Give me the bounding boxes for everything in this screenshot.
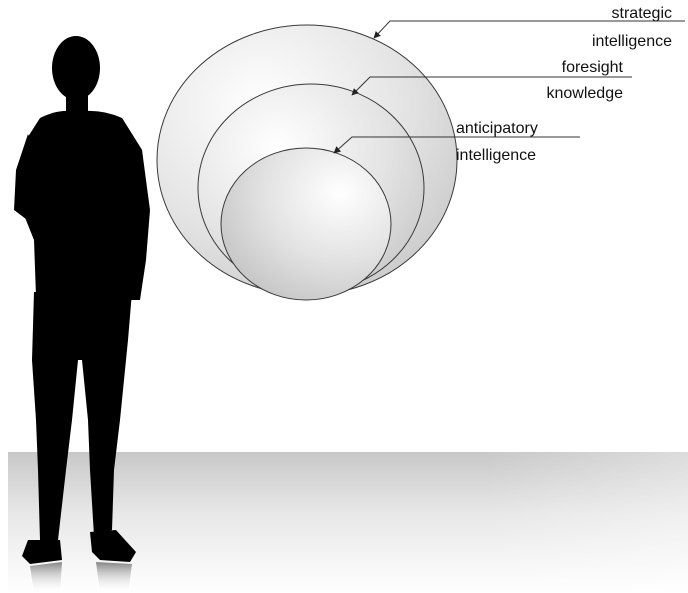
label-anticipatory-line1: anticipatory: [456, 120, 538, 137]
label-foresight-line2: knowledge: [547, 85, 624, 102]
circle-anticipatory-intelligence: [221, 148, 391, 300]
label-strategic-line2: intelligence: [592, 33, 672, 50]
nested-circles: [157, 25, 457, 300]
label-anticipatory-line2: intelligence: [456, 147, 536, 164]
label-foresight-line1: foresight: [562, 59, 624, 76]
labels: strategic intelligence foresight knowled…: [456, 5, 672, 164]
label-strategic-line1: strategic: [612, 5, 672, 22]
